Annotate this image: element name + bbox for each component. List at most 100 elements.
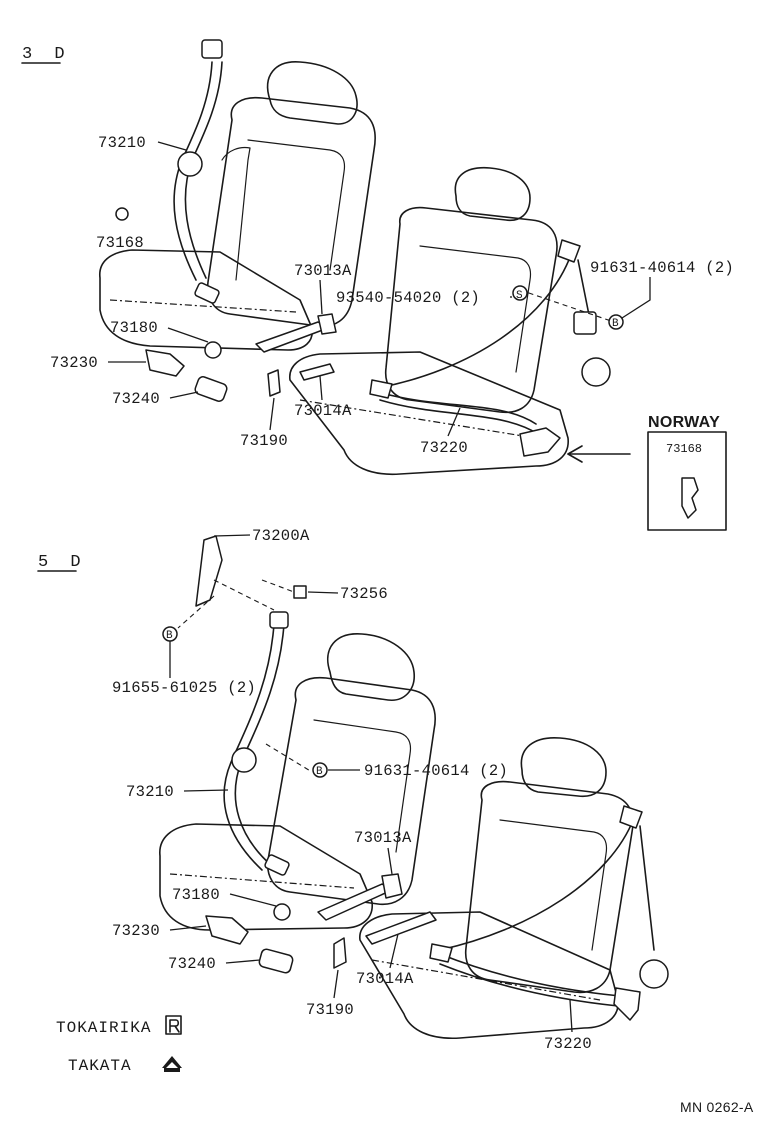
leader-73220-3d <box>447 407 461 437</box>
belt-anchor-top-left-5d <box>269 611 289 629</box>
leader-73210-3d <box>157 141 187 151</box>
norway-title: NORWAY <box>648 414 720 431</box>
marker-b-bolt-text-5d: B <box>166 630 173 642</box>
leader-73013A-3d <box>319 279 323 315</box>
label-73168-3d: 73168 <box>96 234 144 252</box>
bracket-73013A-5d <box>381 873 403 899</box>
dash-73256-5d <box>261 579 295 593</box>
backrest-side-left-3d <box>221 146 251 281</box>
label-73190-3d: 73190 <box>240 432 288 450</box>
label-73013A-5d: 73013A <box>354 829 412 847</box>
norway-inset-box <box>647 431 727 531</box>
section-3d: 3 D <box>21 39 734 531</box>
brand-legend: TOKAIRIKA TAKATA <box>56 1015 182 1075</box>
leader-73256-5d <box>307 591 339 594</box>
belt-lap2-right-5d <box>439 963 619 1007</box>
label-91655-5d: 91655-61025 (2) <box>112 679 256 697</box>
retractor-right-3d <box>581 357 611 387</box>
norway-part-73168 <box>681 477 699 519</box>
belt-lap-right-3d <box>377 391 537 425</box>
buckle-73240-5d <box>258 948 294 974</box>
marker-s-3d <box>512 285 528 301</box>
leader-73014A-5d <box>389 933 399 969</box>
leader-73180-5d <box>229 893 277 907</box>
label-73220-3d: 73220 <box>420 439 468 457</box>
tokairika-logo-r-icon <box>169 1019 180 1033</box>
belt-upper-right-3d <box>377 251 573 389</box>
dash-73200A-5d <box>213 579 275 611</box>
label-73180-5d: 73180 <box>172 886 220 904</box>
dash-bolt-5d <box>177 595 215 629</box>
belt-pillar-right-5d <box>639 825 655 951</box>
belt-retractor-left-3d <box>177 151 203 177</box>
dash-91631-5d <box>265 743 313 773</box>
cushion-seam-right-3d <box>299 399 549 441</box>
buckle-73240-3d <box>194 376 228 402</box>
belt-lap-right-5d <box>439 953 621 997</box>
guide-73190-5d <box>333 937 347 969</box>
anchor-73180-5d <box>273 903 291 921</box>
leader-73240-3d <box>169 391 199 399</box>
headrest-right-5d <box>520 737 607 798</box>
leader-73014A-3d <box>319 375 323 401</box>
belt-anchor-right-3d <box>519 427 561 457</box>
leader-73200A-5d <box>213 534 251 537</box>
label-73210-5d: 73210 <box>126 783 174 801</box>
cushion-left-3d <box>99 249 313 351</box>
rail-73014A-5d <box>365 911 437 945</box>
headrest-left-3d <box>266 61 358 125</box>
headrest-left-5d <box>327 633 415 701</box>
marker-b-text-3d: B <box>612 318 619 330</box>
seat-left-3d <box>99 39 376 402</box>
diagram-code: MN 0262-A <box>680 1099 754 1115</box>
seat-right-3d <box>289 167 621 476</box>
leader-73210-5d <box>183 789 229 792</box>
anchor-73200A-5d <box>195 535 223 607</box>
norway-part-label: 73168 <box>666 442 702 456</box>
buckle-73230-3d <box>145 349 185 377</box>
backrest-left-3d <box>206 96 376 328</box>
label-91631-3d: 91631-40614 (2) <box>590 259 734 277</box>
takata-logo-icon <box>162 1056 182 1072</box>
belt-anchor-top-left-3d <box>201 39 223 59</box>
backrest-inner-right-5d <box>499 819 608 951</box>
belt-webbing-left-5d <box>223 623 275 871</box>
label-73180-3d: 73180 <box>110 319 158 337</box>
part-73256-5d <box>293 585 307 599</box>
cushion-seam-left-5d <box>169 873 355 889</box>
anchor-73180-3d <box>204 341 222 359</box>
leader-91631-3d <box>621 277 651 319</box>
cushion-right-5d <box>359 911 619 1040</box>
seat-right-5d <box>359 737 669 1040</box>
label-73240-3d: 73240 <box>112 390 160 408</box>
belt-webbing2-left-5d <box>234 623 285 867</box>
belt-lap2-right-3d <box>379 399 539 435</box>
label-73220-5d: 73220 <box>544 1035 592 1053</box>
buckle-73230-5d <box>205 915 249 945</box>
headrest-right-3d <box>454 167 531 222</box>
bracket-right-3d <box>573 311 597 335</box>
label-73014A-3d: 73014A <box>294 402 352 420</box>
backrest-left-5d <box>266 676 436 906</box>
seat-left-5d <box>159 611 436 974</box>
rail-73013A-3d <box>255 321 329 353</box>
backrest-right-3d <box>384 206 558 414</box>
cap-73168-3d <box>115 207 129 221</box>
backrest-inner-left-3d <box>247 139 346 271</box>
belt-tongue-left-5d <box>264 854 290 876</box>
belt-guide-top-right-3d <box>557 239 581 263</box>
cushion-right-3d <box>289 351 569 476</box>
leader-73190-3d <box>269 397 275 431</box>
marker-b-3d <box>608 314 624 330</box>
marker-b-5d <box>312 762 328 778</box>
label-73230-5d: 73230 <box>112 922 160 940</box>
leader-73240-5d <box>225 959 261 964</box>
marker-s-text-3d: S <box>516 290 523 302</box>
label-73014A-5d: 73014A <box>356 970 414 988</box>
section-5d: 5 D <box>37 527 669 1053</box>
belt-retractor-left-5d <box>231 747 257 773</box>
cushion-left-5d <box>159 823 373 931</box>
leader-73013A-5d <box>387 847 393 875</box>
belt-tongue-right-5d <box>429 943 453 963</box>
